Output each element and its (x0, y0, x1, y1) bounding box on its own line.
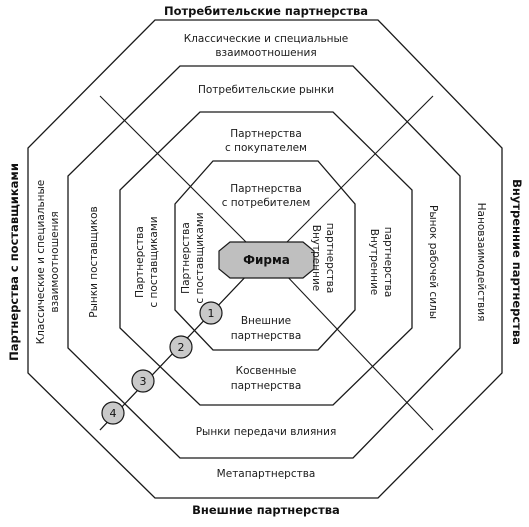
ring2-top-label: Потребительские рынки (198, 84, 334, 96)
step-circle (101, 401, 125, 425)
step-number: 3 (140, 375, 147, 388)
ring4-bottom-line1: Внешние (241, 315, 291, 327)
ring4-top-line1: Партнерства (230, 183, 302, 195)
ring4-right-line1: Внутренние (310, 225, 322, 292)
step-circle (199, 301, 223, 325)
ring1-left-line2: взаимоотношения (49, 211, 61, 312)
diagonal-line-bottom-right (282, 271, 434, 431)
outer-left-label: Партнерства с поставщиками (7, 163, 21, 361)
ring1-bottom-label: Метапартнерства (217, 468, 316, 480)
ring1-right-label: Нановзаимодействия (475, 203, 487, 322)
step-4: 4 (101, 401, 125, 425)
step-circle (169, 335, 193, 359)
ring1-top-line2: взаимоотношения (215, 47, 316, 59)
firm-label: Фирма (243, 253, 290, 267)
ring3-bottom-line1: Косвенные (236, 365, 297, 377)
step-1: 1 (199, 301, 223, 325)
ring2-bottom-label: Рынки передачи влияния (196, 426, 337, 438)
diagonal-line-top-left (99, 95, 251, 247)
step-number: 2 (178, 341, 185, 354)
ring3-left-line1: Партнерства (134, 226, 146, 298)
octagon-ring-3 (119, 111, 413, 406)
firm-shape (218, 241, 315, 279)
ring3-top-line1: Партнерства (230, 128, 302, 140)
octagon-ring-2 (67, 65, 461, 459)
ring2-right-label: Рынок рабочей силы (427, 205, 439, 319)
step-circle (131, 369, 155, 393)
step-2: 2 (169, 335, 193, 359)
step-number: 1 (208, 307, 215, 320)
step-number: 4 (110, 407, 117, 420)
step-3: 3 (131, 369, 155, 393)
outer-bottom-label: Внешние партнерства (192, 503, 340, 517)
ring3-top-line2: с покупателем (225, 142, 307, 154)
ring4-right-line2: партнерства (324, 223, 336, 294)
ring1-top-line1: Классические и специальные (184, 33, 349, 45)
ring4-bottom-line2: партнерства (231, 330, 302, 342)
outer-right-label: Внутренние партнерства (510, 179, 524, 345)
outer-top-label: Потребительские партнерства (164, 4, 368, 18)
ring3-right-line2: партнерства (382, 227, 394, 298)
ring1-left-line1: Классические и специальные (35, 180, 47, 345)
ring4-left-line1: Партнерства (180, 222, 192, 294)
ring3-right-line1: Внутренние (368, 229, 380, 296)
ring4-left-line2: с поставщиками (194, 212, 206, 303)
ring2-left-label: Рынки поставщиков (88, 206, 100, 317)
diagonal-line-top-right (282, 95, 434, 247)
ring3-left-line2: с поставщиками (148, 216, 160, 307)
octagon-ring-4 (174, 160, 356, 351)
ring4-top-line2: с потребителем (222, 197, 311, 209)
ring3-bottom-line2: партнерства (231, 380, 302, 392)
octagon-ring-1 (27, 19, 503, 499)
